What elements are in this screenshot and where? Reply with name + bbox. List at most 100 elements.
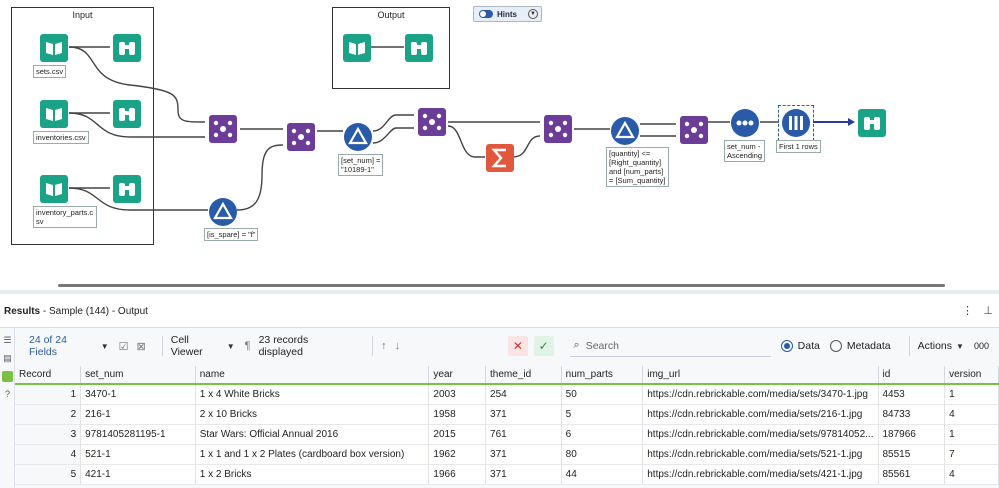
filter-tool-quantity[interactable] bbox=[610, 116, 640, 146]
table-cell[interactable]: 44 bbox=[561, 464, 644, 485]
list-icon[interactable]: ☰ bbox=[3, 335, 12, 345]
table-cell[interactable]: 80 bbox=[561, 444, 644, 465]
table-cell[interactable]: 85561 bbox=[878, 464, 946, 485]
input-data-tool-inventories[interactable] bbox=[39, 99, 69, 129]
sort-tool[interactable] bbox=[730, 108, 760, 138]
record-cell[interactable]: 4 bbox=[15, 444, 82, 465]
table-cell[interactable]: 421-1 bbox=[80, 464, 196, 485]
table-cell[interactable]: 761 bbox=[485, 424, 562, 445]
table-cell[interactable]: 521-1 bbox=[80, 444, 196, 465]
browse-tool-output[interactable] bbox=[857, 108, 887, 138]
record-cell[interactable]: 1 bbox=[15, 384, 82, 405]
table-row[interactable]: 1 3470-1 1 x 4 White Bricks 2003 254 50 … bbox=[15, 384, 999, 405]
table-cell[interactable]: 371 bbox=[485, 464, 562, 485]
table-cell[interactable]: 1 bbox=[944, 424, 999, 445]
table-cell[interactable]: 2003 bbox=[428, 384, 487, 405]
table-cell[interactable]: 84733 bbox=[878, 404, 946, 425]
table-cell[interactable]: https://cdn.rebrickable.com/media/sets/5… bbox=[642, 444, 879, 465]
chevron-down-icon[interactable]: ▼ bbox=[528, 9, 538, 19]
table-cell[interactable]: 371 bbox=[485, 444, 562, 465]
join-tool[interactable] bbox=[208, 114, 238, 144]
record-cell[interactable]: 3 bbox=[15, 424, 82, 445]
table-cell[interactable]: 1 x 4 White Bricks bbox=[195, 384, 430, 405]
table-cell[interactable]: https://cdn.rebrickable.com/media/sets/4… bbox=[642, 464, 879, 485]
table-cell[interactable]: https://cdn.rebrickable.com/media/sets/3… bbox=[642, 384, 879, 405]
arrow-up-icon[interactable]: ↑ bbox=[381, 340, 387, 352]
browse-tool[interactable] bbox=[404, 33, 434, 63]
table-cell[interactable]: 371 bbox=[485, 404, 562, 425]
kebab-menu-icon[interactable]: ⋮ bbox=[962, 305, 973, 317]
radio-data-button[interactable] bbox=[780, 340, 793, 352]
table-cell[interactable]: https://cdn.rebrickable.com/media/sets/9… bbox=[642, 424, 879, 445]
column-header-year[interactable]: year bbox=[428, 366, 487, 385]
actions-dropdown[interactable]: Actions▼ bbox=[918, 340, 964, 352]
table-cell[interactable]: 1 bbox=[944, 384, 999, 405]
search-input[interactable]: ⌕ Search bbox=[569, 335, 771, 357]
toggle-switch[interactable] bbox=[479, 10, 493, 18]
radio-data[interactable]: Data bbox=[780, 340, 820, 352]
table-row[interactable]: 2 216-1 2 x 10 Bricks 1958 371 5 https:/… bbox=[15, 404, 999, 425]
sample-tool[interactable] bbox=[778, 105, 814, 141]
radio-metadata[interactable]: Metadata bbox=[829, 340, 891, 352]
cell-viewer-dropdown[interactable]: Cell Viewer▼ bbox=[171, 334, 235, 358]
table-cell[interactable]: 2015 bbox=[428, 424, 487, 445]
table-cell[interactable]: 4 bbox=[944, 404, 999, 425]
table-cell[interactable]: 7 bbox=[944, 444, 999, 465]
join-tool[interactable] bbox=[286, 122, 316, 152]
browse-tool[interactable] bbox=[112, 33, 142, 63]
column-header-name[interactable]: name bbox=[195, 366, 430, 385]
table-icon[interactable]: ▤ bbox=[3, 353, 12, 363]
panel-divider[interactable] bbox=[0, 290, 999, 294]
canvas-horizontal-scrollbar[interactable] bbox=[58, 284, 945, 287]
filter-tool-set-num[interactable] bbox=[343, 122, 373, 152]
fields-selector[interactable]: 24 of 24 Fields▼ bbox=[29, 334, 109, 358]
checkbox-icon[interactable]: ☑ bbox=[118, 340, 129, 353]
pin-icon[interactable]: ⊥ bbox=[983, 305, 993, 317]
cancel-filter-button[interactable]: ✕ bbox=[508, 336, 528, 356]
table-cell[interactable]: 3470-1 bbox=[80, 384, 196, 405]
hints-toggle[interactable]: Hints ▼ bbox=[473, 6, 542, 22]
help-icon[interactable]: ? bbox=[4, 389, 10, 399]
column-header-version[interactable]: version bbox=[944, 366, 999, 385]
table-row[interactable]: 3 9781405281195-1 Star Wars: Official An… bbox=[15, 424, 999, 445]
browse-tool[interactable] bbox=[112, 99, 142, 129]
deselect-icon[interactable]: ⊠ bbox=[136, 340, 146, 353]
table-cell[interactable]: 187966 bbox=[878, 424, 946, 445]
column-header-record[interactable]: Record bbox=[15, 366, 82, 385]
browse-tool[interactable] bbox=[112, 174, 142, 204]
data-view-icon[interactable] bbox=[2, 371, 13, 382]
table-cell[interactable]: 4 bbox=[944, 464, 999, 485]
table-cell[interactable]: 1 x 1 and 1 x 2 Plates (cardboard box ve… bbox=[195, 444, 430, 465]
table-cell[interactable]: 5 bbox=[561, 404, 644, 425]
apply-filter-button[interactable]: ✓ bbox=[533, 336, 554, 356]
table-cell[interactable]: 1966 bbox=[428, 464, 487, 485]
table-cell[interactable]: 254 bbox=[485, 384, 562, 405]
table-cell[interactable]: 1962 bbox=[428, 444, 487, 465]
table-cell[interactable]: 50 bbox=[561, 384, 644, 405]
join-tool[interactable] bbox=[679, 115, 709, 145]
table-cell[interactable]: 4453 bbox=[878, 384, 946, 405]
input-data-tool-sets[interactable] bbox=[39, 33, 69, 63]
table-cell[interactable]: https://cdn.rebrickable.com/media/sets/2… bbox=[642, 404, 879, 425]
column-header-img-url[interactable]: img_url bbox=[642, 366, 879, 385]
record-cell[interactable]: 2 bbox=[15, 404, 82, 425]
table-cell[interactable]: 1 x 2 Bricks bbox=[195, 464, 430, 485]
table-cell[interactable]: 6 bbox=[561, 424, 644, 445]
column-header-num-parts[interactable]: num_parts bbox=[561, 366, 644, 385]
join-tool[interactable] bbox=[543, 114, 573, 144]
table-cell[interactable]: 216-1 bbox=[80, 404, 196, 425]
paragraph-icon[interactable]: ¶ bbox=[244, 340, 251, 352]
table-row[interactable]: 5 421-1 1 x 2 Bricks 1966 371 44 https:/… bbox=[15, 464, 999, 485]
column-header-theme-id[interactable]: theme_id bbox=[485, 366, 562, 385]
table-cell[interactable]: 2 x 10 Bricks bbox=[195, 404, 430, 425]
column-header-id[interactable]: id bbox=[878, 366, 946, 385]
join-tool[interactable] bbox=[417, 107, 447, 137]
table-cell[interactable]: Star Wars: Official Annual 2016 bbox=[195, 424, 430, 445]
table-cell[interactable]: 1958 bbox=[428, 404, 487, 425]
workflow-canvas[interactable]: Input Output bbox=[0, 0, 999, 281]
table-row[interactable]: 4 521-1 1 x 1 and 1 x 2 Plates (cardboar… bbox=[15, 444, 999, 465]
summarize-tool[interactable] bbox=[485, 143, 515, 173]
input-data-tool[interactable] bbox=[342, 33, 372, 63]
input-data-tool-inventory-parts[interactable] bbox=[39, 174, 69, 204]
table-cell[interactable]: 85515 bbox=[878, 444, 946, 465]
